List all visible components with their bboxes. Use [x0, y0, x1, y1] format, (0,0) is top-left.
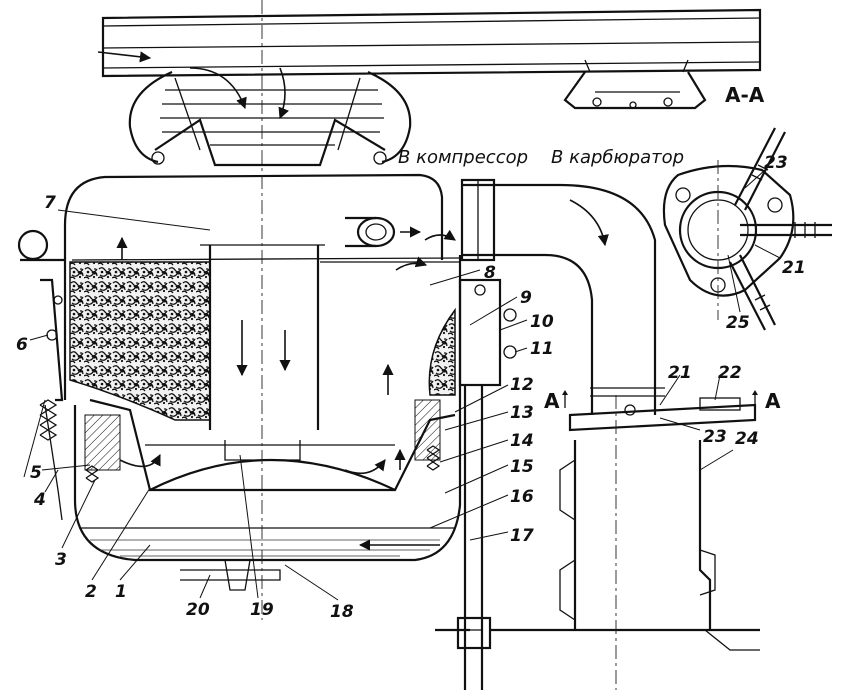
callout-14: 14	[510, 431, 534, 451]
carburetor-flange	[568, 387, 757, 432]
leader-lines	[23, 169, 781, 601]
long-stud	[456, 385, 492, 690]
axis-lines	[261, 0, 719, 690]
cut-line-marks	[562, 390, 758, 408]
callout-1: 1	[115, 582, 127, 602]
spring-left	[39, 399, 100, 483]
callout-2: 2	[85, 582, 97, 602]
central-tube	[116, 236, 325, 430]
callout-17: 17	[510, 526, 534, 546]
callout-25: 25	[726, 313, 750, 333]
filter-element	[69, 261, 456, 421]
callout-12: 12	[510, 375, 534, 395]
callout-21-main: 21	[668, 363, 692, 383]
cut-label-left: А	[544, 389, 560, 413]
callout-8: 8	[484, 263, 496, 283]
callout-6: 6	[16, 335, 28, 355]
bellows-hose	[128, 70, 412, 167]
carburetor-elbow	[460, 178, 657, 415]
carburetor-body	[559, 440, 716, 630]
callout-9: 9	[520, 288, 532, 308]
callout-19: 19	[250, 600, 274, 620]
callout-16: 16	[510, 487, 534, 507]
latch-lever	[17, 229, 65, 521]
pipe-bracket	[563, 59, 707, 110]
callout-23-section: 23	[764, 153, 788, 173]
spring-right	[426, 445, 441, 471]
callout-10: 10	[530, 312, 554, 332]
callout-15: 15	[510, 457, 534, 477]
callout-23-main: 23	[703, 427, 727, 447]
intake-pipe	[97, 8, 762, 120]
cut-label-right: А	[765, 389, 781, 413]
mesh-ring	[84, 399, 441, 471]
engine-manifold	[435, 628, 760, 651]
callout-3: 3	[55, 550, 67, 570]
callout-21-section: 21	[782, 258, 806, 278]
callout-20: 20	[186, 600, 210, 620]
section-a-a-view	[662, 127, 832, 331]
callout-5: 5	[30, 463, 42, 483]
callout-4: 4	[33, 490, 46, 510]
caption-to-compressor: В компрессор	[398, 147, 528, 168]
callout-11: 11	[530, 339, 554, 359]
callout-18: 18	[330, 602, 354, 622]
compressor-outlet	[345, 216, 456, 271]
caption-to-carburetor: В карбюратор	[551, 147, 684, 168]
callout-13: 13	[510, 403, 534, 423]
section-label: А-А	[725, 83, 765, 107]
callout-24: 24	[735, 429, 759, 449]
mount-bracket	[458, 278, 517, 387]
callout-7: 7	[44, 193, 56, 213]
callout-22: 22	[718, 363, 742, 383]
